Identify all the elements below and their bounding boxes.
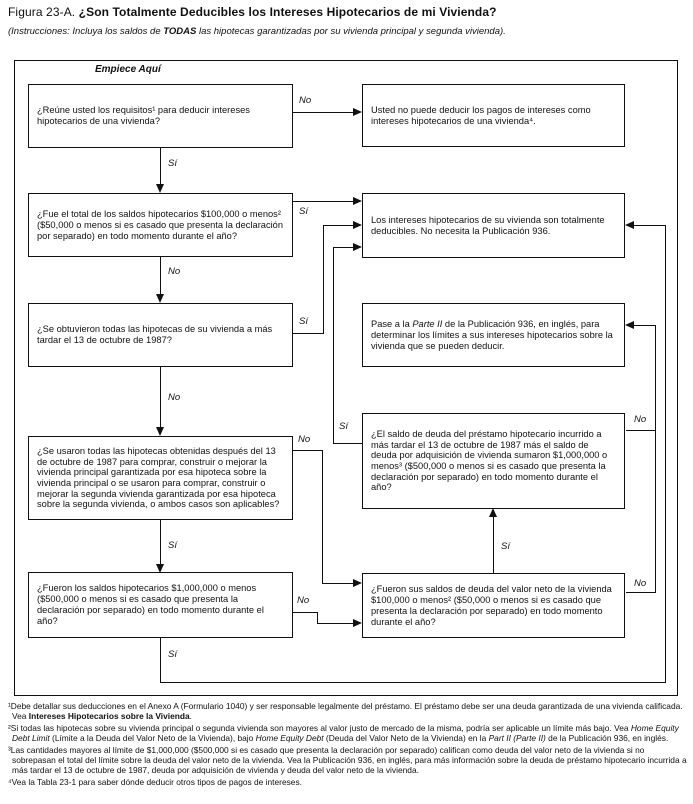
flow-line xyxy=(493,516,494,573)
node-result-no-deducible: Usted no puede deducir los pagos de inte… xyxy=(362,84,625,147)
flow-line xyxy=(323,225,354,226)
edge-label-si: Sí xyxy=(299,206,308,217)
edge-label-si: Sí xyxy=(501,541,510,552)
node-text: ¿Se usaron todas las hipotecas obtenidas… xyxy=(37,446,280,510)
arrowhead-right-icon xyxy=(353,619,362,627)
flow-line xyxy=(333,443,362,444)
arrowhead-right-icon xyxy=(353,221,362,229)
arrowhead-down-icon xyxy=(156,294,164,303)
figure-instructions: (Instrucciones: Incluya los saldos de TO… xyxy=(8,26,506,37)
arrowhead-right-icon xyxy=(353,108,362,116)
flow-line xyxy=(634,325,656,326)
flow-line xyxy=(655,325,656,593)
footnote-2: ²Si todas las hipotecas sobre su viviend… xyxy=(8,723,679,743)
node-question-hipotecas-1987: ¿Se obtuvieron todas las hipotecas de su… xyxy=(28,303,293,367)
flow-line xyxy=(160,638,161,682)
flow-line xyxy=(634,225,666,226)
arrowhead-right-icon xyxy=(353,197,362,205)
node-text: ¿Se obtuvieron todas las hipotecas de su… xyxy=(37,324,273,345)
arrowhead-right-icon xyxy=(353,579,362,587)
arrowhead-down-icon xyxy=(156,184,164,193)
footnote-1: ¹Debe detallar sus deducciones en el Ane… xyxy=(8,701,683,721)
flow-line xyxy=(293,333,324,334)
node-result-parte-ii: Pase a la Parte II de la Publicación 936… xyxy=(362,303,625,367)
node-question-uso-hipotecas: ¿Se usaron todas las hipotecas obtenidas… xyxy=(28,436,293,520)
edge-label-no: No xyxy=(168,266,181,277)
edge-label-si: Sí xyxy=(339,421,348,432)
flow-line xyxy=(333,247,334,444)
node-text: ¿Fueron sus saldos de deuda del valor ne… xyxy=(371,583,612,627)
node-question-saldos-1m: ¿Fueron los saldos hipotecarios $1,000,0… xyxy=(28,572,293,638)
flow-line xyxy=(293,112,354,113)
flow-line xyxy=(322,450,323,584)
edge-label-si: Sí xyxy=(168,158,177,169)
node-question-requisitos: ¿Reúne usted los requisitos¹ para deduci… xyxy=(28,84,293,148)
flow-line xyxy=(317,612,318,624)
edge-label-no: No xyxy=(297,595,310,606)
node-question-valor-neto: ¿Fueron sus saldos de deuda del valor ne… xyxy=(362,573,625,638)
edge-label-no: No xyxy=(299,95,312,106)
footnote-4: ⁴Vea la Tabla 23-1 para saber dónde dedu… xyxy=(8,777,302,787)
edge-label-no: No xyxy=(634,578,647,589)
flow-line xyxy=(323,225,324,334)
flow-line xyxy=(665,225,666,682)
node-result-totalmente-deducibles: Los intereses hipotecarios de su viviend… xyxy=(362,193,625,258)
flow-line xyxy=(317,623,354,624)
footnote-3: ³Las cantidades mayores al límite de $1,… xyxy=(8,745,687,775)
flow-line xyxy=(293,612,318,613)
figure-title: Figura 23-A. ¿Son Totalmente Deducibles … xyxy=(8,5,497,19)
flow-line xyxy=(160,367,161,428)
node-text: ¿Fueron los saldos hipotecarios $1,000,0… xyxy=(37,583,264,626)
edge-label-si: Sí xyxy=(168,540,177,551)
arrowhead-up-icon xyxy=(489,508,497,517)
arrowhead-right-icon xyxy=(353,243,362,251)
footnotes: ¹Debe detallar sus deducciones en el Ane… xyxy=(8,701,688,789)
node-question-saldos-100k: ¿Fue el total de los saldos hipotecarios… xyxy=(28,193,293,257)
node-text: ¿Reúne usted los requisitos¹ para deduci… xyxy=(37,105,250,126)
flow-line xyxy=(160,148,161,185)
arrowhead-down-icon xyxy=(156,564,164,573)
node-text: Usted no puede deducir los pagos de inte… xyxy=(371,104,591,126)
flow-line xyxy=(293,201,354,202)
node-text: Pase a la Parte II de la Publicación 936… xyxy=(371,318,613,351)
flow-line xyxy=(160,520,161,565)
flow-line xyxy=(160,257,161,295)
flow-line xyxy=(626,592,656,593)
flow-line xyxy=(626,430,656,431)
node-text: ¿El saldo de deuda del préstamo hipoteca… xyxy=(371,429,608,493)
edge-label-no: No xyxy=(634,414,647,425)
arrowhead-down-icon xyxy=(156,427,164,436)
edge-label-si: Sí xyxy=(168,649,177,660)
edge-label-no: No xyxy=(168,392,181,403)
node-text: ¿Fue el total de los saldos hipotecarios… xyxy=(37,208,284,241)
flow-line xyxy=(322,583,354,584)
node-question-saldo-deuda-1987: ¿El saldo de deuda del préstamo hipoteca… xyxy=(362,413,625,509)
flowchart-frame xyxy=(14,60,678,696)
flow-line xyxy=(293,450,323,451)
arrowhead-left-icon xyxy=(625,221,634,229)
flow-line xyxy=(333,247,354,248)
edge-label-no: No xyxy=(298,434,311,445)
start-here-label: Empiece Aquí xyxy=(95,64,161,75)
edge-label-si: Sí xyxy=(299,316,308,327)
node-text: Los intereses hipotecarios de su viviend… xyxy=(371,214,605,236)
flow-line xyxy=(160,682,666,683)
arrowhead-left-icon xyxy=(625,321,634,329)
